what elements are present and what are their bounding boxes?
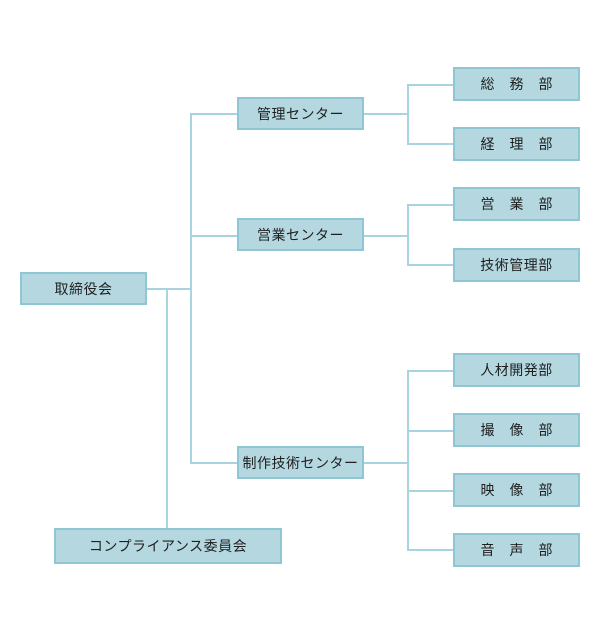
connector-line [190,462,238,464]
connector-line [407,84,454,86]
connector-line [407,264,454,266]
connector-line [407,430,454,432]
connector-line [190,113,238,115]
connector-line [407,143,454,145]
hr-development-dept-box: 人材開発部 [453,353,580,387]
connector-line [407,204,454,206]
compliance-committee-box: コンプライアンス委員会 [54,528,282,564]
general-affairs-dept-box: 総務部 [453,67,580,101]
connector-line [407,370,454,372]
connector-line [407,204,409,266]
management-center-box: 管理センター [237,97,364,130]
connector-line [190,235,238,237]
connector-line [363,113,409,115]
connector-line [363,235,409,237]
production-tech-center-box: 制作技術センター [237,446,364,479]
connector-line [146,288,192,290]
connector-line [407,84,409,145]
board-box: 取締役会 [20,272,147,305]
connector-line [363,462,409,464]
audio-dept-box: 音声部 [453,533,580,567]
connector-line [407,549,454,551]
accounting-dept-box: 経理部 [453,127,580,161]
connector-line [166,288,168,528]
sales-center-box: 営業センター [237,218,364,251]
connector-line [407,490,454,492]
connector-line [407,370,409,551]
connector-line [190,113,192,464]
sales-dept-box: 営業部 [453,187,580,221]
video-dept-box: 映像部 [453,473,580,507]
technical-management-dept-box: 技術管理部 [453,248,580,282]
imaging-dept-box: 撮像部 [453,413,580,447]
